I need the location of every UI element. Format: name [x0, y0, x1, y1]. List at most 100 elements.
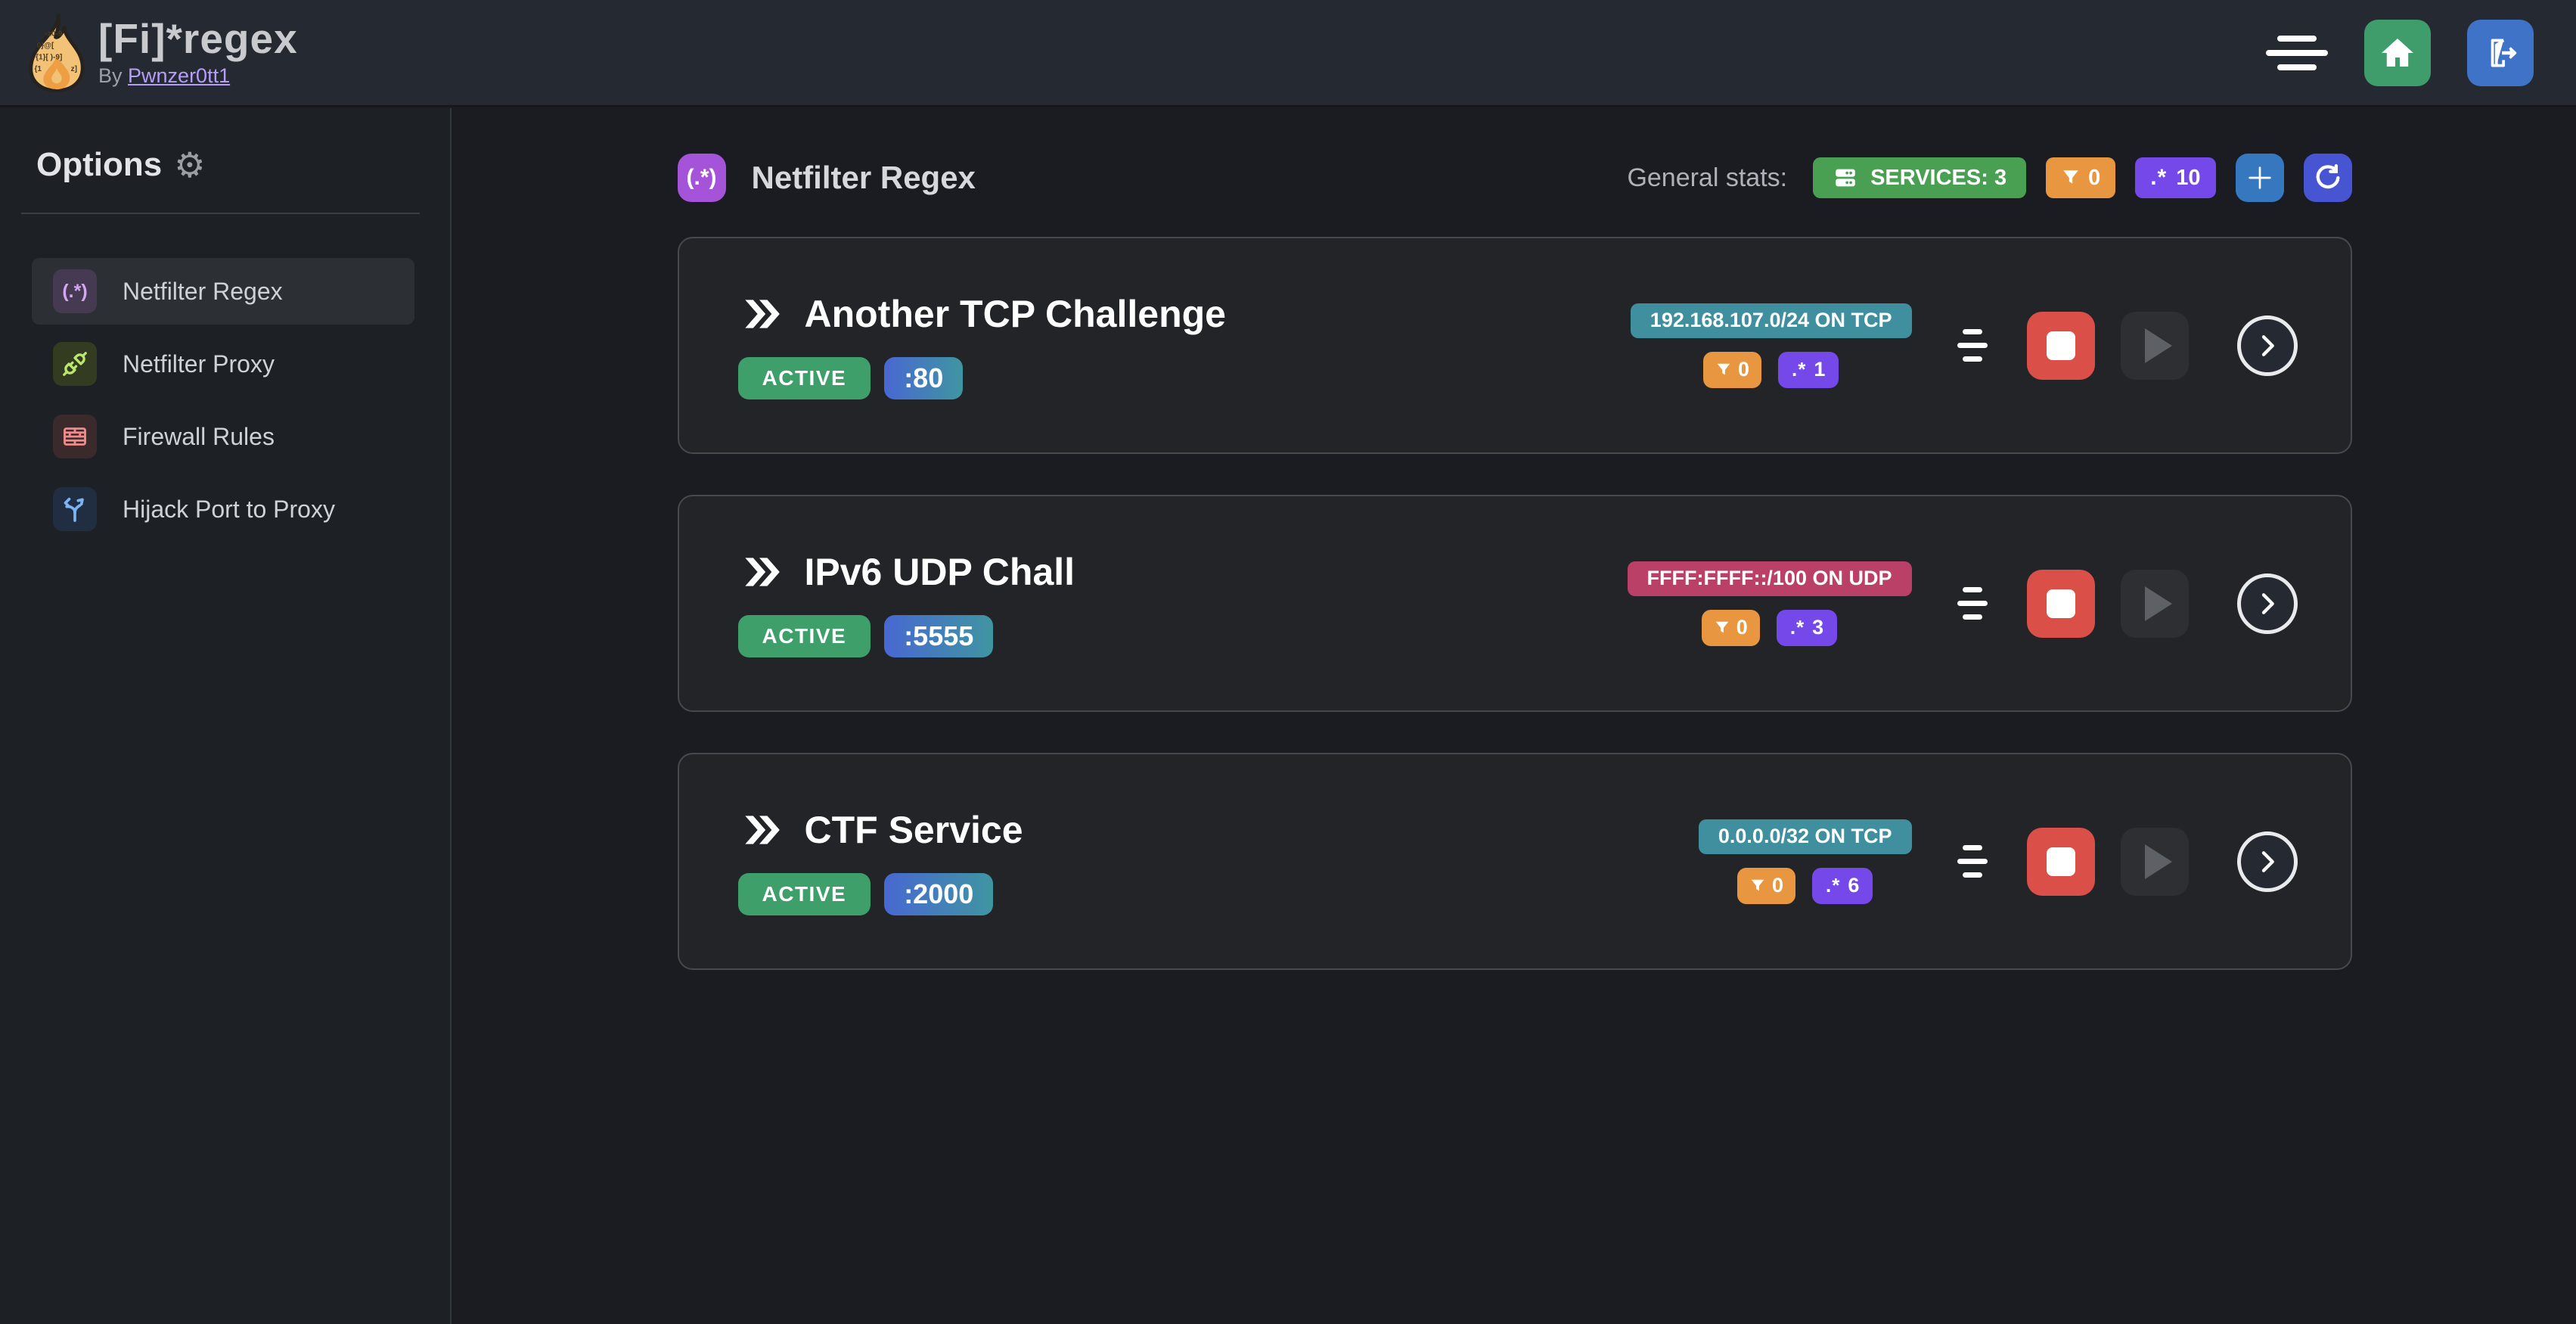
server-icon: [1836, 169, 1855, 187]
general-stats: General stats: SERVICES: 3 0: [1627, 154, 2352, 202]
refresh-icon: [2316, 164, 2339, 189]
funnel-icon: [1715, 621, 1729, 632]
main-panel: (.*) Netfilter Regex General stats: SERV…: [453, 108, 2576, 1324]
double-chevron-icon: [744, 557, 780, 586]
svg-text:{1: {1: [35, 65, 42, 73]
sidebar-item-firewall-rules[interactable]: Firewall Rules: [32, 403, 414, 470]
topbar-actions: [2266, 19, 2549, 86]
service-card: IPv6 UDP Chall ACTIVE :5555 FFFF:FFFF::/…: [677, 495, 2352, 712]
play-button-disabled[interactable]: [2120, 827, 2189, 896]
byline-prefix: By: [98, 64, 123, 87]
service-card: Another TCP Challenge ACTIVE :80 192.168…: [677, 237, 2352, 454]
stop-icon: [2046, 847, 2075, 876]
cidr-badge: 192.168.107.0/24 ON TCP: [1630, 303, 1912, 338]
sidebar-item-hijack-port[interactable]: Hijack Port to Proxy: [32, 476, 414, 542]
port-badge: :5555: [884, 614, 994, 657]
byline: By Pwnzer0tt1: [98, 64, 298, 88]
page-title: Netfilter Regex: [751, 160, 976, 195]
topbar: -z0-9 0}@[ {1}[ )-9] {1 z] [Fi]*regex By…: [0, 0, 2576, 107]
filters-count-badge: 0: [2046, 157, 2116, 198]
regex-count-badge: .* 3: [1776, 609, 1838, 646]
author-link[interactable]: Pwnzer0tt1: [128, 64, 231, 87]
open-service-button[interactable]: [2236, 831, 2298, 892]
stop-button[interactable]: [2026, 311, 2095, 380]
logout-button[interactable]: [2467, 19, 2534, 86]
stats-label: General stats:: [1627, 163, 1788, 192]
play-button-disabled[interactable]: [2120, 311, 2189, 380]
refresh-button[interactable]: [2303, 154, 2352, 202]
funnel-icon: [1717, 363, 1730, 375]
chevron-right-icon: [2261, 850, 2274, 872]
filters-count-badge: 0: [1701, 609, 1760, 646]
sidebar-item-netfilter-proxy[interactable]: Netfilter Proxy: [32, 331, 414, 397]
port-badge: :2000: [884, 872, 994, 915]
sidebar-nav: (.*) Netfilter Regex Netfilter Proxy: [0, 258, 450, 542]
play-icon: [2144, 586, 2172, 621]
cidr-badge: FFFF:FFFF::/100 ON UDP: [1627, 561, 1912, 596]
sidebar-item-label: Netfilter Proxy: [123, 350, 275, 378]
add-service-button[interactable]: [2235, 154, 2284, 202]
status-badge: ACTIVE: [737, 356, 871, 399]
service-menu-icon[interactable]: [1957, 845, 1988, 878]
firegex-flame-logo: -z0-9 0}@[ {1}[ )-9] {1 z]: [29, 13, 85, 92]
sidebar: Options ⚙ (.*) Netfilter Regex Netfilter…: [0, 108, 452, 1324]
play-button-disabled[interactable]: [2120, 569, 2189, 638]
page-header: (.*) Netfilter Regex General stats: SERV…: [677, 154, 2352, 202]
home-button[interactable]: [2364, 19, 2431, 86]
status-badge: ACTIVE: [737, 614, 871, 657]
regex-count-badge: .* 1: [1777, 351, 1839, 388]
svg-text:z]: z]: [71, 65, 77, 73]
plug-connected-icon: [53, 342, 97, 386]
regex-icon: (.*): [53, 269, 97, 313]
stop-button[interactable]: [2026, 827, 2095, 896]
gear-icon: ⚙: [174, 145, 206, 185]
double-chevron-icon: [744, 299, 780, 328]
netfilter-regex-icon: (.*): [677, 154, 726, 202]
stop-button[interactable]: [2026, 569, 2095, 638]
stop-icon: [2046, 589, 2075, 618]
stop-icon: [2046, 331, 2075, 360]
sidebar-item-netfilter-regex[interactable]: (.*) Netfilter Regex: [32, 258, 414, 325]
service-list: Another TCP Challenge ACTIVE :80 192.168…: [677, 237, 2352, 970]
port-badge: :80: [884, 356, 964, 399]
services-count-badge: SERVICES: 3: [1813, 157, 2027, 198]
split-arrows-icon: [53, 487, 97, 531]
sidebar-item-label: Firewall Rules: [123, 422, 275, 450]
brick-wall-icon: [53, 415, 97, 458]
play-icon: [2144, 328, 2172, 363]
sidebar-heading-label: Options: [36, 146, 163, 183]
regex-count-badge: .* 10: [2135, 157, 2216, 198]
svg-text:{1}[ )-9]: {1}[ )-9]: [36, 53, 62, 61]
app-title: [Fi]*regex: [98, 15, 298, 63]
svg-text:-z0-9: -z0-9: [45, 30, 62, 38]
menu-icon[interactable]: [2266, 35, 2328, 70]
funnel-icon: [2063, 170, 2078, 184]
service-card: CTF Service ACTIVE :2000 0.0.0.0/32 ON T…: [677, 753, 2352, 970]
sidebar-item-label: Netfilter Regex: [123, 277, 283, 305]
filters-count-badge: 0: [1702, 351, 1761, 388]
service-name: Another TCP Challenge: [804, 292, 1226, 335]
sidebar-divider: [21, 213, 420, 214]
status-badge: ACTIVE: [737, 872, 871, 915]
filters-count-badge: 0: [1736, 867, 1796, 904]
plus-icon: [2248, 166, 2271, 189]
double-chevron-icon: [744, 815, 780, 844]
sidebar-item-label: Hijack Port to Proxy: [123, 495, 335, 523]
sidebar-heading: Options ⚙: [36, 145, 450, 185]
open-service-button[interactable]: [2236, 315, 2298, 376]
regex-count-badge: .* 6: [1812, 867, 1873, 904]
app-title-block: [Fi]*regex By Pwnzer0tt1: [98, 17, 298, 88]
play-icon: [2144, 844, 2172, 879]
service-name: CTF Service: [804, 808, 1023, 851]
service-name: IPv6 UDP Chall: [804, 550, 1075, 593]
chevron-right-icon: [2261, 334, 2274, 356]
cidr-badge: 0.0.0.0/32 ON TCP: [1698, 819, 1912, 854]
logout-icon: [2491, 38, 2517, 67]
service-menu-icon[interactable]: [1957, 329, 1988, 362]
svg-text:0}@[: 0}@[: [37, 42, 54, 50]
home-icon: [2382, 38, 2413, 67]
funnel-icon: [1751, 879, 1764, 890]
chevron-right-icon: [2261, 592, 2274, 614]
service-menu-icon[interactable]: [1957, 587, 1988, 620]
open-service-button[interactable]: [2236, 573, 2298, 634]
